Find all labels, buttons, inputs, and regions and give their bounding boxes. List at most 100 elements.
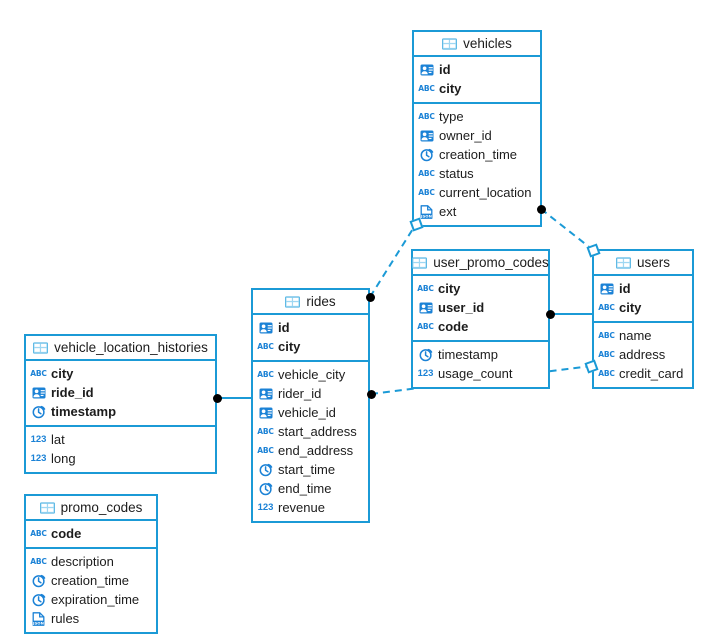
field-label: description: [51, 554, 114, 569]
relationship-endpoint-dot-vehicles-to-users[interactable]: [536, 204, 546, 214]
abc-icon: ABC: [257, 341, 274, 351]
relationship-line-vehicles-to-users[interactable]: [540, 208, 594, 251]
abc-icon: ABC: [257, 369, 274, 379]
field-row-rides-vehicle_id[interactable]: vehicle_id: [253, 403, 368, 422]
field-label: end_address: [278, 443, 354, 458]
table-title-rides[interactable]: rides: [253, 290, 368, 315]
table-name-label: vehicles: [463, 36, 512, 51]
field-row-vehicles-creation_time[interactable]: creation_time: [414, 145, 540, 164]
primary-key-row-user_promo_codes-city[interactable]: ABC city: [413, 279, 548, 298]
field-label: user_id: [438, 300, 485, 315]
field-row-rides-vehicle_city[interactable]: ABC vehicle_city: [253, 365, 368, 384]
primary-key-row-vehicles-city[interactable]: ABC city: [414, 79, 540, 98]
field-label: lat: [51, 432, 65, 447]
field-label: ext: [439, 204, 457, 219]
relationship-endpoint-dot-user_promo_codes-to-users[interactable]: [545, 309, 555, 319]
table-grid-icon: [39, 501, 55, 515]
primary-key-row-vehicles-id[interactable]: id: [414, 60, 540, 79]
abc-icon: ABC: [418, 83, 435, 93]
relationship-line-rides-to-vehicles[interactable]: [369, 223, 417, 298]
field-row-rides-start_time[interactable]: start_time: [253, 460, 368, 479]
field-label: usage_count: [438, 366, 513, 381]
field-row-user_promo_codes-timestamp[interactable]: timestamp: [413, 345, 548, 364]
field-label: rider_id: [278, 386, 322, 401]
abc-icon: ABC: [417, 283, 434, 293]
clock-icon: [31, 405, 46, 419]
field-row-promo_codes-expiration_time[interactable]: expiration_time: [26, 590, 156, 609]
primary-key-row-vehicle_location_histories-timestamp[interactable]: timestamp: [26, 402, 215, 421]
primary-key-row-user_promo_codes-user_id[interactable]: user_id: [413, 298, 548, 317]
field-row-rides-rider_id[interactable]: rider_id: [253, 384, 368, 403]
table-grid-icon: [412, 256, 428, 270]
field-label: creation_time: [51, 573, 130, 588]
key-id-icon: [418, 301, 433, 315]
abc-icon: ABC: [418, 111, 435, 121]
field-label: creation_time: [439, 147, 518, 162]
relationship-endpoint-dot-vehicle_location_histories-to-rides[interactable]: [212, 393, 222, 403]
field-label: city: [438, 281, 461, 296]
table-name-label: promo_codes: [60, 500, 143, 515]
field-label: vehicle_city: [278, 367, 346, 382]
field-label: owner_id: [439, 128, 492, 143]
table-title-users[interactable]: users: [594, 251, 692, 276]
field-label: city: [51, 366, 74, 381]
field-row-promo_codes-creation_time[interactable]: creation_time: [26, 571, 156, 590]
field-row-rides-end_time[interactable]: end_time: [253, 479, 368, 498]
field-label: start_time: [278, 462, 336, 477]
table-title-vehicles[interactable]: vehicles: [414, 32, 540, 57]
primary-key-row-users-id[interactable]: id: [594, 279, 692, 298]
field-label: rules: [51, 611, 80, 626]
primary-key-row-vehicle_location_histories-ride_id[interactable]: ride_id: [26, 383, 215, 402]
clock-icon: [31, 574, 46, 588]
clock-icon: [258, 482, 273, 496]
field-label: end_time: [278, 481, 332, 496]
key-id-icon: [258, 406, 273, 420]
field-label: id: [278, 320, 290, 335]
primary-key-row-rides-id[interactable]: id: [253, 318, 368, 337]
field-label: city: [439, 81, 462, 96]
field-label: start_address: [278, 424, 357, 439]
table-title-user_promo_codes[interactable]: user_promo_codes: [412, 251, 549, 276]
relationship-endpoint-dot-rides-to-vehicles[interactable]: [365, 292, 375, 302]
field-row-vehicles-owner_id[interactable]: owner_id: [414, 126, 540, 145]
clock-icon: [258, 463, 273, 477]
table-title-promo_codes[interactable]: promo_codes: [26, 496, 156, 521]
table-title-vehicle_location_histories[interactable]: vehicle_location_histories: [26, 336, 215, 361]
field-label: current_location: [439, 185, 532, 200]
table-grid-icon: [442, 37, 458, 51]
relationship-endpoint-dot-rides-to-users[interactable]: [366, 389, 376, 399]
field-label: id: [439, 62, 451, 77]
